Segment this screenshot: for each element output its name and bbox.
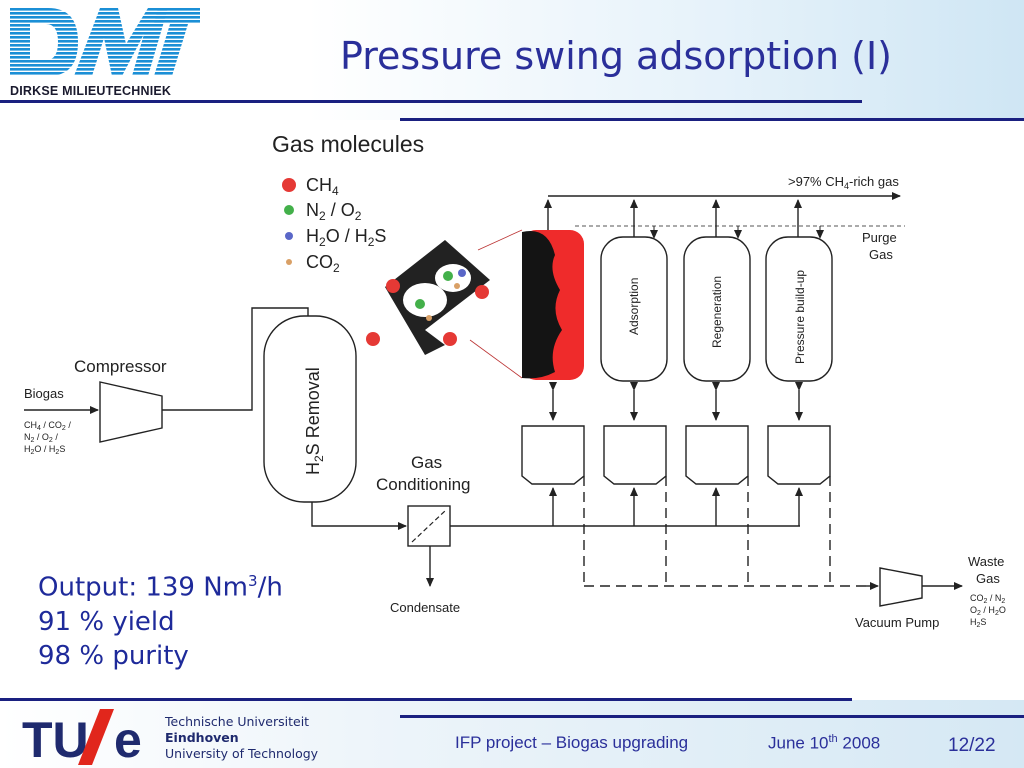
footer-date: June 10th 2008 xyxy=(768,733,881,753)
legend-dot-n2o2 xyxy=(284,205,294,215)
waste-composition: CO2 / N2 xyxy=(970,593,1005,605)
footer-rule-1 xyxy=(0,698,852,701)
logo-text: DIRKSE MILIEUTECHNIEK xyxy=(10,84,172,98)
page-number: 12/22 xyxy=(948,735,996,756)
column-label-pressure: Pressure build-up xyxy=(793,270,807,364)
h2s-removal-vessel xyxy=(263,315,357,503)
pressure-buildup-column xyxy=(765,236,833,382)
svg-text:O2 / H2O: O2 / H2O xyxy=(970,605,1006,617)
compressor-label: Compressor xyxy=(74,357,167,376)
svg-text:H2O / H2S: H2O / H2S xyxy=(24,444,65,456)
svg-text:N2 / O2 /: N2 / O2 / xyxy=(24,432,58,444)
footer-project: IFP project – Biogas upgrading xyxy=(455,733,689,752)
header-rule-2 xyxy=(400,118,1024,121)
compressor xyxy=(99,381,163,443)
univ-line-2: Eindhoven xyxy=(165,730,239,745)
legend-dot-ch4 xyxy=(282,178,296,192)
valve-3 xyxy=(685,425,749,485)
output-yield: 91 % yield xyxy=(38,607,175,637)
legend-title: Gas molecules xyxy=(272,131,424,157)
column-label-adsorption: Adsorption xyxy=(627,278,641,335)
legend-h2o-h2s: H2O / H2S xyxy=(306,226,386,249)
vacuum-pump xyxy=(879,567,923,607)
svg-text:Conditioning: Conditioning xyxy=(376,475,471,494)
legend-n2o2: N2 / O2 xyxy=(306,200,362,223)
svg-text:H2S: H2S xyxy=(970,617,986,629)
vacuum-pump-label: Vacuum Pump xyxy=(855,615,939,630)
condensate-label: Condensate xyxy=(390,600,460,615)
pore-illustration xyxy=(366,229,523,379)
output-purity: 98 % purity xyxy=(38,641,189,671)
slide-title: Pressure swing adsorption (I) xyxy=(340,34,892,78)
univ-line-3: University of Technology xyxy=(165,746,319,761)
purge-gas-label: Purge xyxy=(862,230,897,245)
biogas-label: Biogas xyxy=(24,386,64,401)
svg-text:Gas: Gas xyxy=(869,247,893,262)
legend-dot-co2 xyxy=(286,259,292,265)
dmt-logo xyxy=(10,8,200,76)
tue-logo: TU e xyxy=(22,709,142,765)
univ-line-1: Technische Universiteit xyxy=(165,714,310,729)
valve-2 xyxy=(603,425,667,485)
adsorption-column xyxy=(600,236,668,382)
h2s-removal-label: H2S Removal xyxy=(303,367,326,475)
biogas-composition: CH4 / CO2 / xyxy=(24,420,71,432)
regeneration-column xyxy=(683,236,751,382)
svg-text:e: e xyxy=(114,712,142,765)
psa-diagram: Gas molecules CH4 N2 / O2 H2O / H2S CO2 … xyxy=(24,131,1006,630)
header-rule-1 xyxy=(0,100,862,103)
valve-1 xyxy=(521,425,585,485)
ch4-rich-gas-label: >97% CH4-rich gas xyxy=(788,174,899,191)
footer-background xyxy=(0,700,1024,768)
waste-gas-label: Waste xyxy=(968,554,1004,569)
column-label-regeneration: Regeneration xyxy=(710,276,724,348)
valve-4 xyxy=(767,425,831,485)
footer-rule-2 xyxy=(400,715,1024,718)
gas-conditioning-label: Gas xyxy=(411,453,442,472)
svg-text:Gas: Gas xyxy=(976,571,1000,586)
output-rate: Output: 139 Nm3/h xyxy=(38,572,283,603)
svg-text:TU: TU xyxy=(22,712,89,765)
legend-co2: CO2 xyxy=(306,252,340,275)
legend-dot-h2o xyxy=(285,232,293,240)
legend-ch4: CH4 xyxy=(306,175,339,198)
